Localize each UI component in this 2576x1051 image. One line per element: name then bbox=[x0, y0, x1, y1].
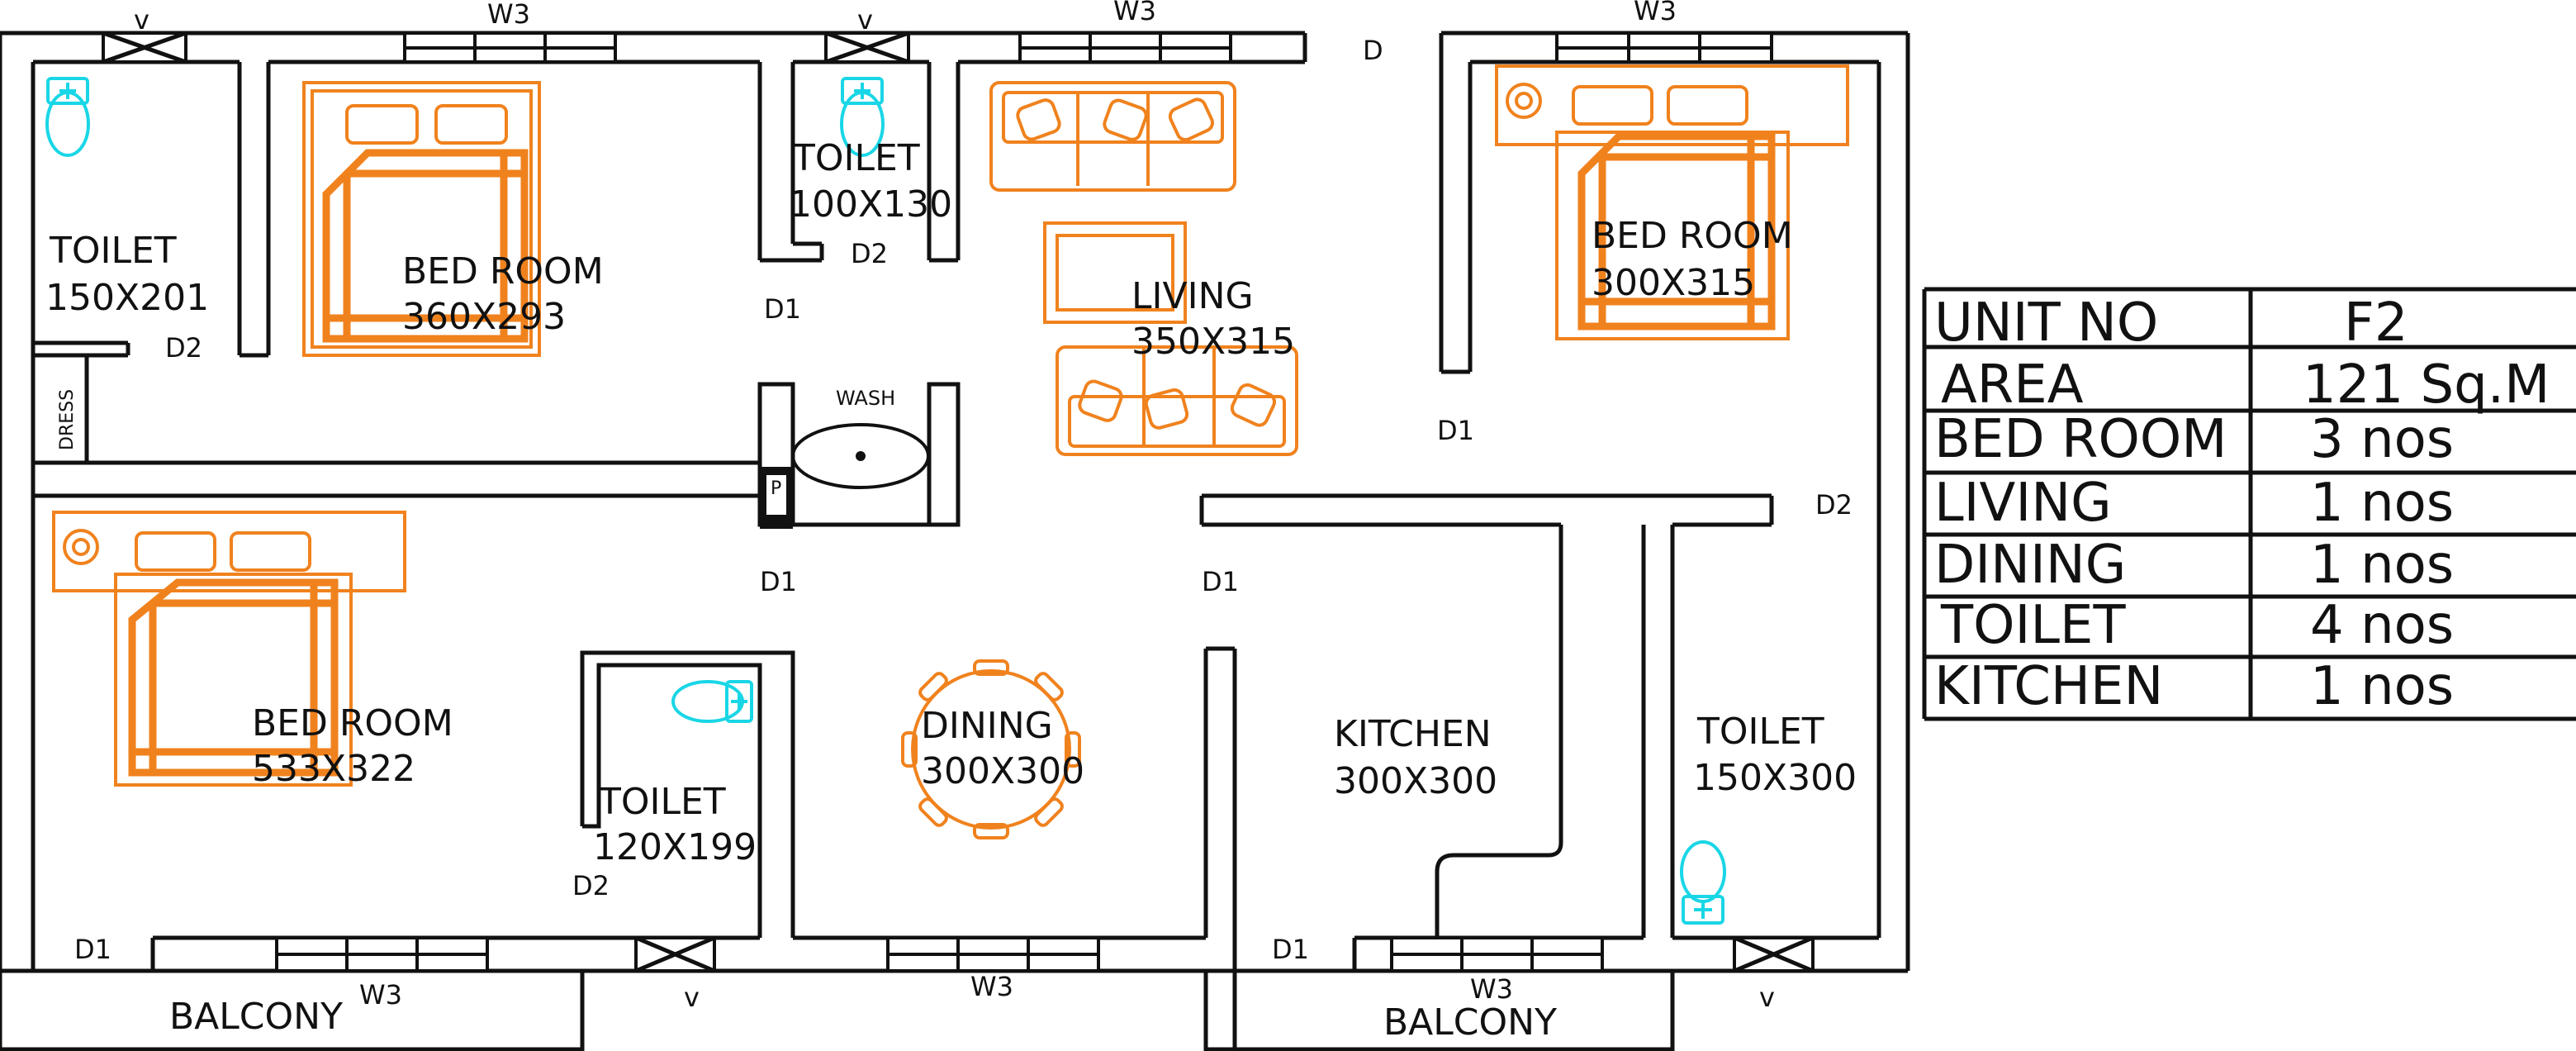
sofa-icon bbox=[989, 81, 1236, 192]
door-mark: D2 bbox=[1815, 489, 1853, 521]
table-label: DINING bbox=[1934, 535, 2126, 596]
toilet-icon bbox=[45, 77, 90, 157]
room-size: 150X201 bbox=[45, 277, 209, 319]
room-size: 150X300 bbox=[1693, 757, 1857, 799]
vent-mark: v bbox=[1759, 982, 1775, 1013]
table-label: TOILET bbox=[1940, 595, 2126, 656]
window-mark: W3 bbox=[1113, 0, 1156, 26]
table-label: UNIT NO bbox=[1934, 292, 2158, 354]
window-mark: W3 bbox=[1470, 973, 1513, 1005]
wash-basin-icon bbox=[791, 423, 930, 489]
room-name: BALCONY bbox=[169, 996, 343, 1038]
window-mark: W3 bbox=[359, 979, 402, 1011]
window-mark: W3 bbox=[487, 0, 530, 30]
toilet-icon bbox=[840, 77, 885, 157]
window-mark: W3 bbox=[1634, 0, 1677, 26]
table-value: 121 Sq.M bbox=[2303, 354, 2550, 416]
windows bbox=[102, 31, 1815, 973]
door-mark: D1 bbox=[1272, 934, 1309, 965]
table-value: F2 bbox=[2344, 292, 2408, 354]
room-size: 300X300 bbox=[921, 750, 1084, 792]
table-label: AREA bbox=[1941, 354, 2084, 416]
room-name: TOILET bbox=[792, 137, 920, 179]
table-label: BED ROOM bbox=[1934, 409, 2227, 470]
room-size: 533X322 bbox=[252, 748, 415, 790]
door-mark: D1 bbox=[764, 293, 801, 325]
room-size: 120X199 bbox=[593, 826, 757, 868]
table-value: 1 nos bbox=[2310, 473, 2454, 534]
room-name: TOILET bbox=[49, 230, 177, 272]
pillar-label: P bbox=[771, 478, 781, 499]
wash-label: WASH bbox=[836, 387, 895, 410]
vent-mark: v bbox=[857, 4, 873, 36]
door-mark: D2 bbox=[572, 870, 610, 901]
table-value: 1 nos bbox=[2310, 535, 2454, 596]
summary-table: UNIT NO F2 AREA 121 Sq.M BED ROOM 3 nos … bbox=[1922, 287, 2576, 721]
bed-icon bbox=[302, 81, 541, 357]
door-mark: D2 bbox=[165, 332, 202, 364]
room-size: 100X130 bbox=[789, 183, 952, 226]
walls bbox=[0, 31, 1910, 1051]
coffee-table-icon bbox=[1043, 221, 1187, 324]
room-name: BED ROOM bbox=[402, 250, 604, 292]
room-name: KITCHEN bbox=[1334, 713, 1492, 755]
door-mark: D bbox=[1363, 35, 1383, 66]
room-size: 360X293 bbox=[402, 296, 566, 338]
table-label: KITCHEN bbox=[1934, 656, 2163, 717]
room-name: LIVING bbox=[1131, 275, 1254, 317]
room-name: BED ROOM bbox=[1592, 215, 1793, 257]
room-name: TOILET bbox=[1696, 711, 1824, 753]
bed-icon bbox=[52, 511, 406, 787]
door-mark: D1 bbox=[1202, 566, 1239, 597]
room-name: BALCONY bbox=[1383, 1001, 1557, 1044]
table-label: LIVING bbox=[1934, 473, 2112, 534]
room-size: 300X315 bbox=[1592, 262, 1755, 304]
room-name: BED ROOM bbox=[252, 702, 453, 744]
window-mark: W3 bbox=[970, 971, 1013, 1002]
vent-mark: v bbox=[134, 4, 149, 36]
door-mark: D1 bbox=[760, 566, 797, 597]
door-mark: D1 bbox=[74, 934, 111, 965]
room-size: 300X300 bbox=[1334, 760, 1497, 802]
toilet-icon bbox=[1680, 840, 1726, 925]
table-value: 4 nos bbox=[2310, 595, 2454, 656]
dress-label: DRESS bbox=[57, 389, 78, 450]
room-name: TOILET bbox=[598, 781, 726, 823]
bed-icon bbox=[1495, 64, 1849, 340]
door-mark: D1 bbox=[1437, 415, 1474, 446]
vent-mark: v bbox=[684, 982, 700, 1013]
sofa-icon bbox=[1056, 345, 1298, 456]
door-mark: D2 bbox=[851, 238, 888, 269]
room-name: DINING bbox=[921, 705, 1053, 747]
toilet-icon bbox=[671, 680, 753, 723]
room-size: 350X315 bbox=[1131, 321, 1295, 363]
dining-table-icon bbox=[901, 659, 1081, 839]
table-value: 1 nos bbox=[2310, 656, 2454, 717]
table-value: 3 nos bbox=[2310, 409, 2454, 470]
